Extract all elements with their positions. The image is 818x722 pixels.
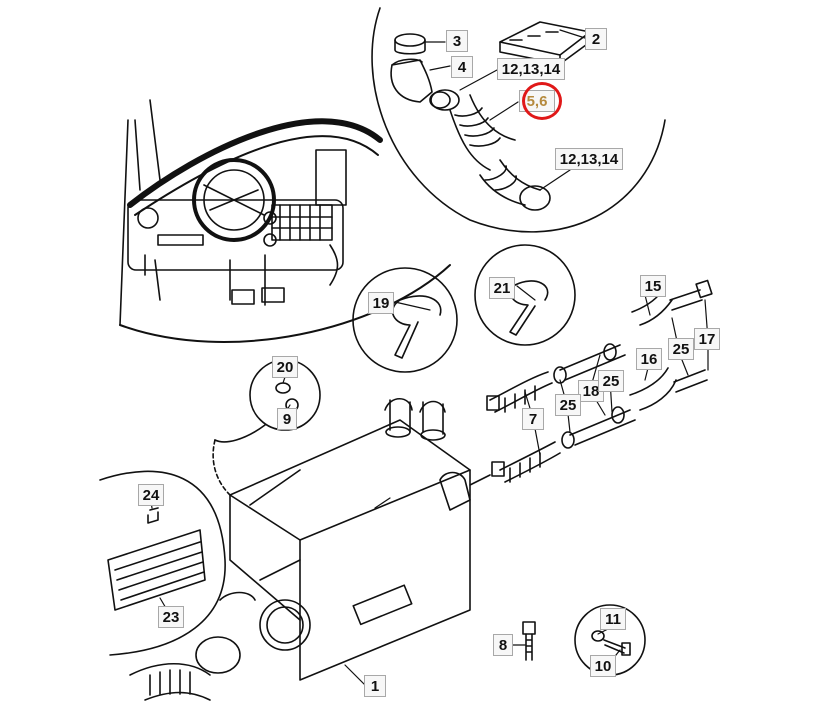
highlight-ring bbox=[522, 82, 562, 120]
callout-18: 18 bbox=[578, 380, 604, 402]
callout-25-b: 25 bbox=[598, 370, 624, 392]
callout-12-13-14-top: 12,13,14 bbox=[497, 58, 565, 80]
callout-24: 24 bbox=[138, 484, 164, 506]
callout-3: 3 bbox=[446, 30, 468, 52]
callout-19: 19 bbox=[368, 292, 394, 314]
callout-12-13-14-lower: 12,13,14 bbox=[555, 148, 623, 170]
callout-17: 17 bbox=[694, 328, 720, 350]
radiator-detail-circle bbox=[99, 470, 226, 656]
heater-unit bbox=[219, 397, 491, 681]
fastener-detail-20-9 bbox=[212, 359, 321, 496]
callout-15: 15 bbox=[640, 275, 666, 297]
callout-25-a: 25 bbox=[668, 338, 694, 360]
callout-7: 7 bbox=[522, 408, 544, 430]
callout-11: 11 bbox=[600, 608, 626, 630]
callout-4: 4 bbox=[451, 56, 473, 78]
callout-1: 1 bbox=[364, 675, 386, 697]
cab-interior-view bbox=[119, 99, 451, 343]
callout-20: 20 bbox=[272, 356, 298, 378]
callout-10: 10 bbox=[590, 655, 616, 677]
tie-strap-detail-19 bbox=[352, 267, 458, 373]
callout-8: 8 bbox=[493, 634, 513, 656]
duct-detail-circle bbox=[371, 7, 666, 233]
callout-21: 21 bbox=[489, 277, 515, 299]
callout-2: 2 bbox=[585, 28, 607, 50]
bolt-8 bbox=[522, 621, 536, 661]
callout-23: 23 bbox=[158, 606, 184, 628]
callout-16: 16 bbox=[636, 348, 662, 370]
flexible-hose bbox=[129, 636, 241, 701]
callout-25-c: 25 bbox=[555, 394, 581, 416]
leader-lines bbox=[149, 29, 709, 686]
callout-9: 9 bbox=[277, 408, 297, 430]
